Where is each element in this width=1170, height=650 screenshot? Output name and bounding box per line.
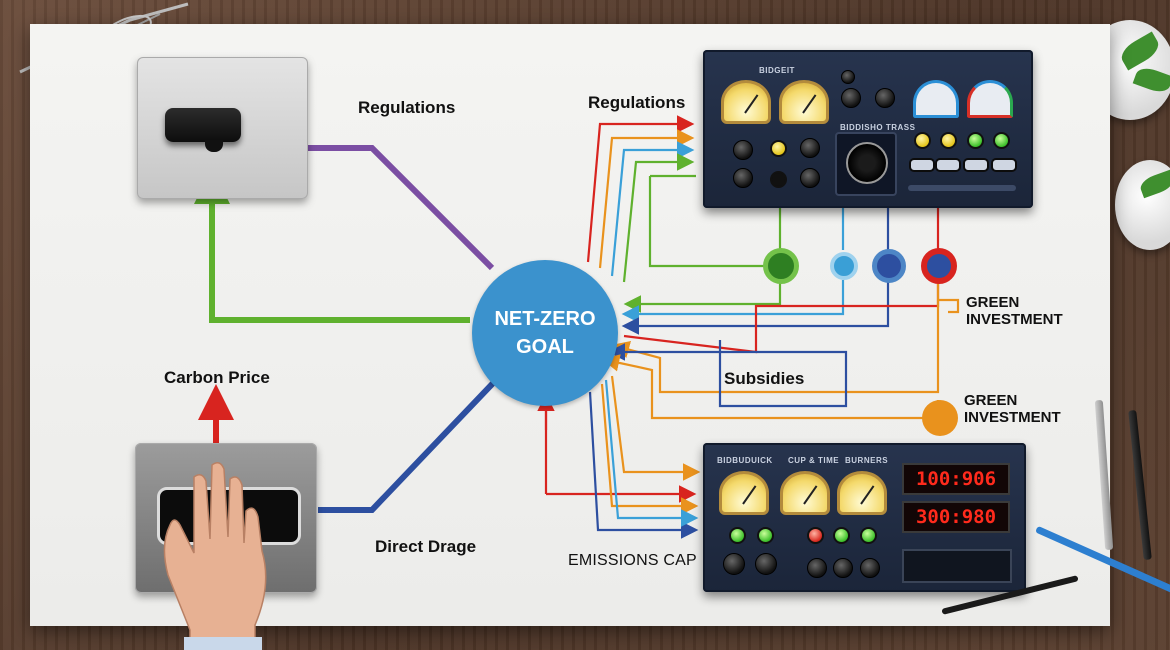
indicator-lamp xyxy=(914,132,931,149)
control-knob[interactable] xyxy=(800,138,820,158)
control-knob[interactable] xyxy=(833,558,853,578)
scope-label: BIDDISHO TRASS xyxy=(840,123,916,132)
control-knob[interactable] xyxy=(755,553,777,575)
indicator-lamp xyxy=(770,171,787,188)
digital-display: 100:906 xyxy=(902,463,1010,495)
red-node[interactable] xyxy=(921,248,957,284)
pressure-gauge xyxy=(967,80,1013,118)
segment-strip xyxy=(902,549,1012,583)
label-emissions-cap: EMISSIONS CAP xyxy=(568,552,697,569)
lightblue-wire-bottom xyxy=(604,379,699,527)
control-knob[interactable] xyxy=(723,553,745,575)
label-green-investment-2: GREEN INVESTMENT xyxy=(964,392,1061,426)
label-direct-drage: Direct Drage xyxy=(375,537,477,556)
pressure-gauge xyxy=(913,80,959,118)
panel-heading: BIDBUDUICK xyxy=(717,456,773,465)
control-knob[interactable] xyxy=(860,558,880,578)
orange-wire-bottom xyxy=(600,383,699,515)
control-knob[interactable] xyxy=(733,168,753,188)
toggle-switch[interactable] xyxy=(935,158,961,172)
control-knob[interactable] xyxy=(841,88,861,108)
indicator-lamp xyxy=(757,527,774,544)
blue-main-wire xyxy=(318,377,499,513)
lightblue-wire-top xyxy=(610,141,695,277)
toggle-switch[interactable] xyxy=(991,158,1017,172)
green-wire-node xyxy=(648,174,770,268)
indicator-lamp xyxy=(807,527,824,544)
panel-heading: BURNERS xyxy=(845,456,889,465)
control-knob[interactable] xyxy=(733,140,753,160)
green-return xyxy=(623,280,782,313)
label-green-investment-1: GREEN INVESTMENT xyxy=(966,294,1063,328)
indicator-lamp xyxy=(833,527,850,544)
toggle-switch[interactable] xyxy=(963,158,989,172)
emissions-control-panel: BIDBUDUICK CUP & TIME BURNERS 100:906 30… xyxy=(703,443,1026,592)
analog-meter xyxy=(780,471,830,515)
blue-wire-bottom xyxy=(588,391,699,539)
control-knob[interactable] xyxy=(800,168,820,188)
indicator-lamp xyxy=(967,132,984,149)
blue-node[interactable] xyxy=(872,249,906,283)
analog-meter xyxy=(719,471,769,515)
control-knob[interactable] xyxy=(841,70,855,84)
net-zero-title: NET-ZERO GOAL xyxy=(494,308,596,358)
analog-meter xyxy=(837,471,887,515)
control-knob[interactable] xyxy=(807,558,827,578)
scope-display xyxy=(835,132,897,196)
label-regulations-right: Regulations xyxy=(588,93,686,112)
indicator-lamp xyxy=(860,527,877,544)
lightblue-node[interactable] xyxy=(830,252,858,280)
lightblue-return xyxy=(621,280,845,323)
panel-heading: BIDGEIT xyxy=(759,66,795,75)
panel-heading: CUP & TIME xyxy=(788,456,840,465)
indicator-lamp xyxy=(940,132,957,149)
green-node[interactable] xyxy=(763,248,799,284)
label-carbon-price: Carbon Price xyxy=(164,368,270,387)
hand-icon xyxy=(163,462,267,650)
net-zero-goal-node[interactable]: NET-ZERO GOAL xyxy=(472,260,618,406)
label-subsidies: Subsidies xyxy=(724,369,805,388)
slider-track[interactable] xyxy=(908,185,1016,191)
orange-lower xyxy=(610,375,701,481)
blue-return xyxy=(621,280,890,335)
green-main-wire xyxy=(194,168,470,323)
indicator-lamp xyxy=(729,527,746,544)
rotary-knob[interactable] xyxy=(165,108,241,152)
blue-loop xyxy=(607,340,848,408)
analog-meter xyxy=(721,80,771,124)
orange-wire-top xyxy=(598,129,695,269)
control-knob[interactable] xyxy=(875,88,895,108)
analog-meter xyxy=(779,80,829,124)
green-wire-top xyxy=(622,153,695,283)
green-loop xyxy=(938,298,960,314)
red-wire-top xyxy=(586,115,695,263)
digital-display: 300:980 xyxy=(902,501,1010,533)
regulations-control-panel: BIDGEIT BIDDISHO TRASS xyxy=(703,50,1033,208)
label-regulations-left: Regulations xyxy=(358,98,456,117)
orange-return xyxy=(611,280,940,394)
toggle-switch[interactable] xyxy=(909,158,935,172)
indicator-lamp xyxy=(993,132,1010,149)
orange-node[interactable] xyxy=(922,400,958,436)
indicator-lamp xyxy=(770,140,787,157)
dial-switch-box[interactable] xyxy=(137,57,308,199)
